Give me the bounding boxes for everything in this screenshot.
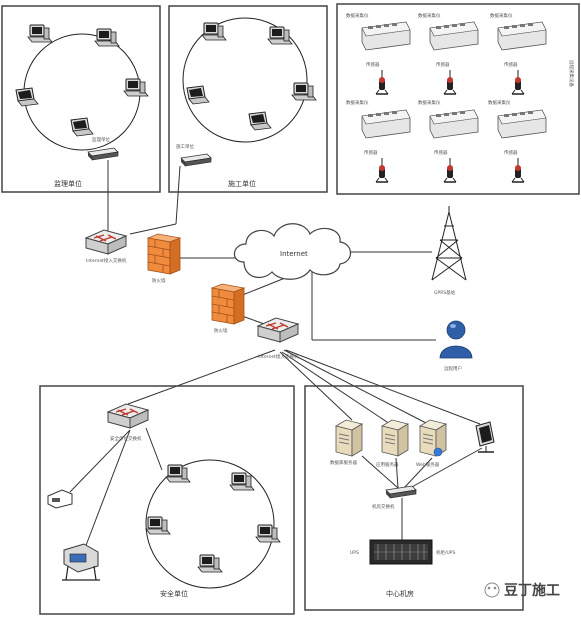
construction-pc-1[interactable] bbox=[201, 22, 227, 41]
watermark-logo-icon bbox=[484, 582, 500, 598]
monitor-pc-2[interactable] bbox=[94, 28, 120, 47]
database-server[interactable] bbox=[335, 419, 363, 457]
safety-unit-ring bbox=[145, 459, 275, 589]
construction-pc-2[interactable] bbox=[267, 26, 293, 45]
safety-pc-2[interactable] bbox=[229, 472, 255, 491]
collector-row-2: 数据采集仪 数据采集仪 数据采集仪 传感器 传感器 传感器 bbox=[346, 99, 547, 183]
collector-label-6: 数据采集仪 bbox=[488, 99, 511, 106]
router-switch-label: Internet接入交换机 bbox=[86, 257, 127, 264]
monitor-pc-3[interactable] bbox=[123, 78, 149, 97]
firewall-1-label: 防火墙 bbox=[152, 277, 166, 284]
center-room-box bbox=[304, 385, 524, 611]
safety-pc-4[interactable] bbox=[145, 516, 171, 535]
watermark-text: 豆丁施工 bbox=[504, 582, 560, 599]
room-hub[interactable] bbox=[385, 485, 417, 499]
monitor-unit-box bbox=[1, 5, 161, 193]
firewall-1[interactable] bbox=[147, 233, 181, 275]
construction-unit-ring bbox=[182, 17, 308, 143]
collector-label-1: 数据采集仪 bbox=[346, 12, 369, 19]
ups-rack[interactable] bbox=[369, 539, 433, 565]
gprs-tower-label: GPRS基站 bbox=[434, 289, 456, 296]
construction-hub[interactable] bbox=[180, 153, 212, 167]
collector-label-2: 数据采集仪 bbox=[418, 12, 441, 19]
firewall-2-label: 防火墙 bbox=[214, 327, 228, 334]
sensor-1[interactable] bbox=[375, 69, 389, 95]
application-server[interactable] bbox=[381, 419, 409, 457]
monitor-hub[interactable] bbox=[87, 147, 119, 161]
sensor-label-5: 传感器 bbox=[434, 149, 448, 156]
construction-unit-box bbox=[168, 5, 328, 193]
monitor-icon[interactable] bbox=[475, 421, 495, 453]
collector-label-4: 数据采集仪 bbox=[346, 99, 369, 106]
data-collector-2[interactable] bbox=[429, 21, 479, 51]
sensor-2[interactable] bbox=[443, 69, 457, 95]
sensor-4[interactable] bbox=[375, 157, 389, 183]
safety-unit-box bbox=[39, 385, 295, 615]
ups-label: 机柜/UPS bbox=[436, 549, 456, 556]
data-collector-3[interactable] bbox=[497, 21, 547, 51]
construction-laptop-2[interactable] bbox=[248, 111, 272, 131]
web-globe-icon bbox=[433, 447, 443, 457]
remote-collection-side-label: 远程采集设备 bbox=[568, 60, 575, 87]
monitor-hub-label: 监理单位 bbox=[92, 136, 110, 143]
plotter-icon[interactable] bbox=[62, 543, 100, 581]
construction-hub-label: 施工单位 bbox=[176, 143, 194, 150]
sensor-label-2: 传感器 bbox=[436, 61, 450, 68]
gprs-tower[interactable] bbox=[431, 206, 467, 281]
ups-left-label: UPS bbox=[350, 550, 359, 556]
core-switch-label: Internet接入交换机 bbox=[258, 353, 299, 360]
sensor-3[interactable] bbox=[511, 69, 525, 95]
safety-pc-1[interactable] bbox=[165, 464, 191, 483]
construction-pc-3[interactable] bbox=[291, 82, 317, 101]
collector-label-3: 数据采集仪 bbox=[490, 12, 513, 19]
sensor-5[interactable] bbox=[443, 157, 457, 183]
collector-row-1: 数据采集仪 数据采集仪 数据采集仪 传感器 传感器 传感器 bbox=[346, 12, 547, 95]
construction-unit-title: 施工单位 bbox=[228, 179, 256, 188]
center-room-title: 中心机房 bbox=[386, 589, 414, 598]
router-switch[interactable] bbox=[85, 229, 127, 255]
remote-user-label: 远程用户 bbox=[444, 365, 462, 372]
monitor-laptop-1[interactable] bbox=[15, 87, 39, 107]
monitor-pc-1[interactable] bbox=[27, 24, 53, 43]
safety-unit-title: 安全单位 bbox=[160, 589, 188, 598]
data-collector-6[interactable] bbox=[497, 109, 547, 139]
internet-cloud[interactable] bbox=[233, 223, 352, 280]
firewall-2[interactable] bbox=[211, 283, 245, 325]
remote-user-icon[interactable] bbox=[439, 320, 473, 359]
scanner-icon[interactable] bbox=[47, 489, 73, 509]
watermark: 豆丁施工 bbox=[484, 582, 560, 599]
sensor-label-6: 传感器 bbox=[504, 149, 518, 156]
core-switch[interactable] bbox=[257, 317, 299, 343]
sensor-label-3: 传感器 bbox=[504, 61, 518, 68]
monitor-laptop-2[interactable] bbox=[70, 117, 94, 137]
data-collector-4[interactable] bbox=[361, 109, 411, 139]
monitor-unit-title: 监理单位 bbox=[54, 179, 82, 188]
application-server-label: 应用服务器 bbox=[376, 461, 399, 468]
construction-laptop-1[interactable] bbox=[186, 85, 210, 105]
data-collector-1[interactable] bbox=[361, 21, 411, 51]
sensor-label-1: 传感器 bbox=[366, 61, 380, 68]
collector-label-5: 数据采集仪 bbox=[418, 99, 441, 106]
remote-collection-box bbox=[336, 3, 580, 195]
connection-lines bbox=[69, 160, 483, 549]
web-server-label: Web服务器 bbox=[416, 461, 440, 468]
safety-switch[interactable] bbox=[107, 403, 149, 429]
web-server[interactable] bbox=[419, 419, 447, 457]
safety-switch-label: 安全单位交换机 bbox=[110, 435, 142, 442]
safety-pc-5[interactable] bbox=[197, 554, 223, 573]
sensor-6[interactable] bbox=[511, 157, 525, 183]
data-collector-5[interactable] bbox=[429, 109, 479, 139]
database-server-label: 数据库服务器 bbox=[330, 459, 357, 466]
safety-pc-3[interactable] bbox=[255, 524, 281, 543]
sensor-label-4: 传感器 bbox=[364, 149, 378, 156]
internet-label: Internet bbox=[280, 250, 308, 258]
room-hub-label: 机房交换机 bbox=[372, 503, 395, 510]
